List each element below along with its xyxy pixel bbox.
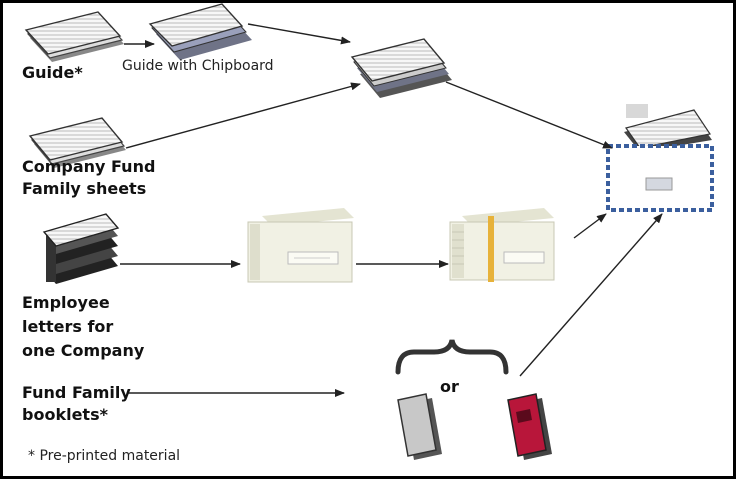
gray-booklet-icon bbox=[397, 393, 442, 460]
footnote: * Pre-printed material bbox=[28, 448, 181, 464]
guide-with-chipboard-icon bbox=[148, 3, 252, 60]
arrow-booklets-to-envelope bbox=[519, 213, 663, 377]
label-employee-line1: Employee bbox=[22, 293, 110, 312]
arrow-chipboard-to-combined bbox=[247, 23, 351, 45]
arrow-fund-sheets-to-combined bbox=[125, 82, 361, 149]
label-company-fund-line1: Company Fund bbox=[22, 157, 156, 176]
mailing-envelope-icon bbox=[606, 104, 714, 212]
label-guide-with-chipboard: Guide with Chipboard bbox=[122, 58, 274, 74]
label-employee-line3: one Company bbox=[22, 341, 145, 360]
label-employee-line2: letters for bbox=[22, 317, 114, 336]
red-booklet-icon bbox=[507, 393, 552, 460]
label-company-fund-line2: Family sheets bbox=[22, 179, 147, 198]
letter-stack-icon bbox=[42, 213, 120, 284]
label-guide: Guide* bbox=[22, 63, 83, 82]
combined-stack-icon bbox=[350, 38, 452, 98]
banded-envelopes-icon bbox=[449, 208, 555, 282]
curly-brace-icon bbox=[395, 339, 509, 375]
guide-paper-icon bbox=[24, 11, 124, 62]
label-fund-family-line1: Fund Family bbox=[22, 383, 131, 402]
label-or: or bbox=[440, 377, 459, 396]
window-envelope-icon bbox=[247, 208, 354, 283]
arrow-banded-to-envelope bbox=[573, 213, 607, 239]
flow-arrows bbox=[120, 23, 663, 397]
label-fund-family-line2: booklets* bbox=[22, 405, 108, 424]
fund-sheets-paper-icon bbox=[28, 117, 126, 168]
arrow-combined-to-envelope bbox=[445, 81, 613, 149]
